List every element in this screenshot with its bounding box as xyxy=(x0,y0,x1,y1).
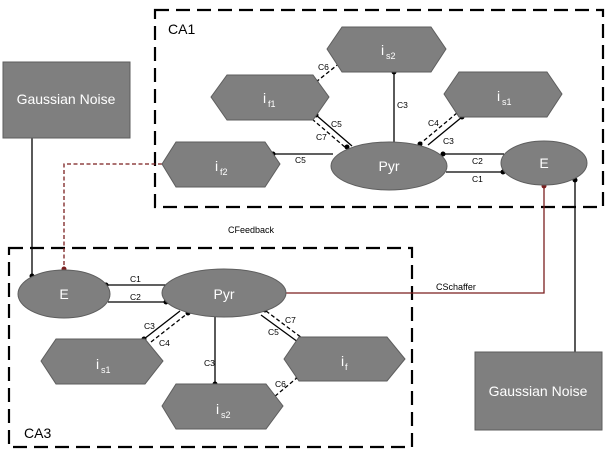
ca3-edge-label-c6: C6 xyxy=(275,379,286,389)
ca1-is2-node: i s2 xyxy=(326,26,447,73)
cfeedback-label: CFeedback xyxy=(228,225,275,235)
ca1-junction-dot xyxy=(344,144,350,150)
node-label: Pyr xyxy=(214,286,235,302)
ca3-edge-label-c5: C5 xyxy=(268,327,279,337)
gaussian-noise-bottom-right: Gaussian Noise xyxy=(474,351,603,431)
ca3-edge-c3-pyr-is1 xyxy=(143,310,181,340)
node-label: E xyxy=(59,286,68,302)
ca1-edge-label-c7: C7 xyxy=(316,132,327,142)
ca3-edge-label-c3-mid: C3 xyxy=(204,358,215,368)
ca1-edge-label-c5-lower: C5 xyxy=(295,155,306,165)
ca3-edge-c7-pyr-if xyxy=(265,310,303,339)
ca1-edge-c4-is1-pyr xyxy=(420,112,458,144)
ca3-edge-c4-pyr-is1 xyxy=(150,312,189,343)
ca3-is2-node: i s2 xyxy=(161,383,284,430)
node-sub-label: f1 xyxy=(268,99,276,109)
ca1-pyr-node: Pyr xyxy=(330,141,448,191)
ca1-edge-label-c1: C1 xyxy=(472,174,483,184)
cschaffer-connection xyxy=(285,184,545,294)
node-main-label: i xyxy=(216,401,219,417)
ca1-edge-c6-is2-if1 xyxy=(315,61,342,83)
ca1-region-box xyxy=(153,8,605,209)
node-sub-label: f xyxy=(345,362,348,372)
ca3-is1-node: i s1 xyxy=(40,338,164,385)
ca3-edge-label-c7: C7 xyxy=(285,315,296,325)
gaussian-noise-label: Gaussian Noise xyxy=(17,91,116,107)
ca1-if2-node: i f2 xyxy=(161,141,281,188)
cschaffer-label: CSchaffer xyxy=(436,282,476,292)
ca3-pyr-node: Pyr xyxy=(161,268,287,318)
node-sub-label: f2 xyxy=(220,167,228,177)
ca1-edge-c5-if1-pyr xyxy=(315,114,353,147)
ca1-edge-label-c4: C4 xyxy=(428,118,439,128)
ca1-edge-label-c3-right: C3 xyxy=(443,136,454,146)
ca3-edge-label-c2: C2 xyxy=(130,292,141,302)
ca1-edge-label-c3-top: C3 xyxy=(397,100,408,110)
node-main-label: i xyxy=(497,88,500,104)
node-sub-label: s2 xyxy=(386,51,396,61)
node-sub-label: s1 xyxy=(101,365,111,375)
gaussian-noise-label: Gaussian Noise xyxy=(489,383,588,399)
ca1-is1-node: i s1 xyxy=(443,71,563,118)
gaussian-noise-top-left: Gaussian Noise xyxy=(2,61,131,139)
node-sub-label: s2 xyxy=(221,410,231,420)
ca1-edge-c3-is1-pyr xyxy=(427,116,463,146)
ca1-edge-label-c5-upper: C5 xyxy=(331,119,342,129)
ca1-if1-node: i f1 xyxy=(210,74,330,121)
node-main-label: i xyxy=(341,353,344,369)
ca1-edge-label-c2: C2 xyxy=(472,156,483,166)
node-main-label: i xyxy=(215,158,218,174)
ca1-region-label: CA1 xyxy=(168,21,195,37)
node-label: Pyr xyxy=(379,158,400,174)
ca3-region-box xyxy=(7,246,414,449)
ca3-edge-c6-if-is2 xyxy=(273,376,299,398)
ca3-edge-label-c3-left: C3 xyxy=(144,321,155,331)
ca3-edge-c5-pyr-if xyxy=(260,314,299,343)
ca1-edge-label-c6: C6 xyxy=(318,62,329,72)
ca1-e-node: E xyxy=(500,140,588,186)
node-label: E xyxy=(539,155,548,171)
node-sub-label: s1 xyxy=(502,97,512,107)
ca3-region-label: CA3 xyxy=(24,425,51,441)
ca3-edge-label-c4: C4 xyxy=(159,338,170,348)
ca1-edge-c7-if1-pyr xyxy=(311,118,347,149)
ca3-if-node: i f xyxy=(283,336,406,382)
ca3-e-node: E xyxy=(17,269,111,319)
node-main-label: i xyxy=(96,356,99,372)
node-main-label: i xyxy=(381,42,384,58)
node-main-label: i xyxy=(263,90,266,106)
cfeedback-connection xyxy=(63,163,162,269)
ca3-edge-label-c1: C1 xyxy=(130,274,141,284)
